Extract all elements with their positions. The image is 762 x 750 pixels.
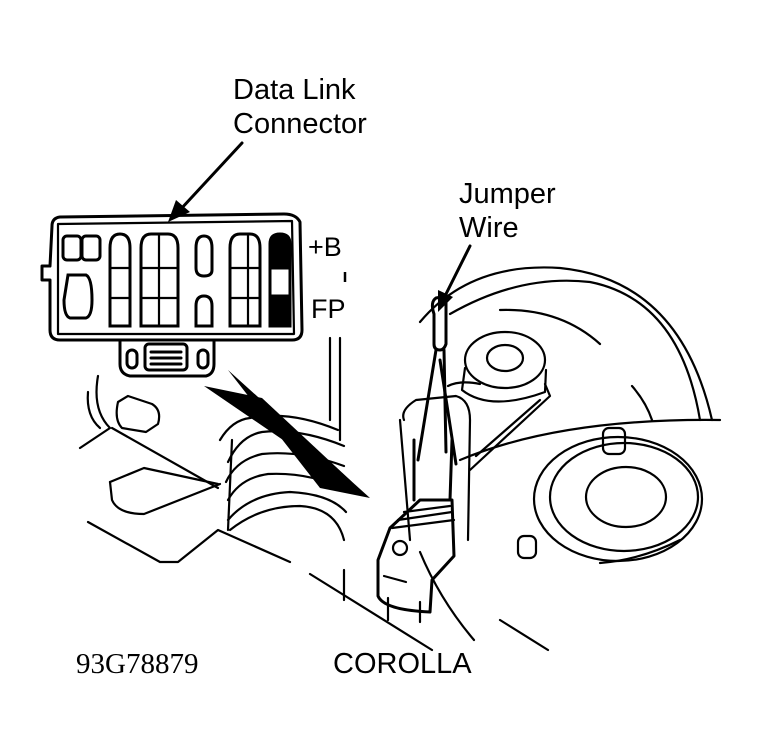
terminal-b-label: +B bbox=[308, 232, 342, 262]
connector-leader-arrow bbox=[168, 141, 244, 222]
model-label: COROLLA bbox=[333, 648, 472, 680]
jumper-label-line1: Jumper bbox=[459, 178, 556, 210]
terminal-fp-label: FP bbox=[311, 294, 346, 324]
figure-id: 93G78879 bbox=[76, 648, 198, 680]
connector-label-line2: Connector bbox=[233, 108, 367, 140]
jumper-leader-arrow bbox=[438, 244, 472, 312]
connector-label-line1: Data Link bbox=[233, 74, 356, 106]
location-pointer-arrow bbox=[204, 370, 370, 498]
diagnostic-connector-installed bbox=[376, 296, 472, 624]
jumper-label-line2: Wire bbox=[459, 212, 519, 244]
engine-bay bbox=[78, 266, 722, 652]
data-link-connector bbox=[40, 212, 304, 378]
